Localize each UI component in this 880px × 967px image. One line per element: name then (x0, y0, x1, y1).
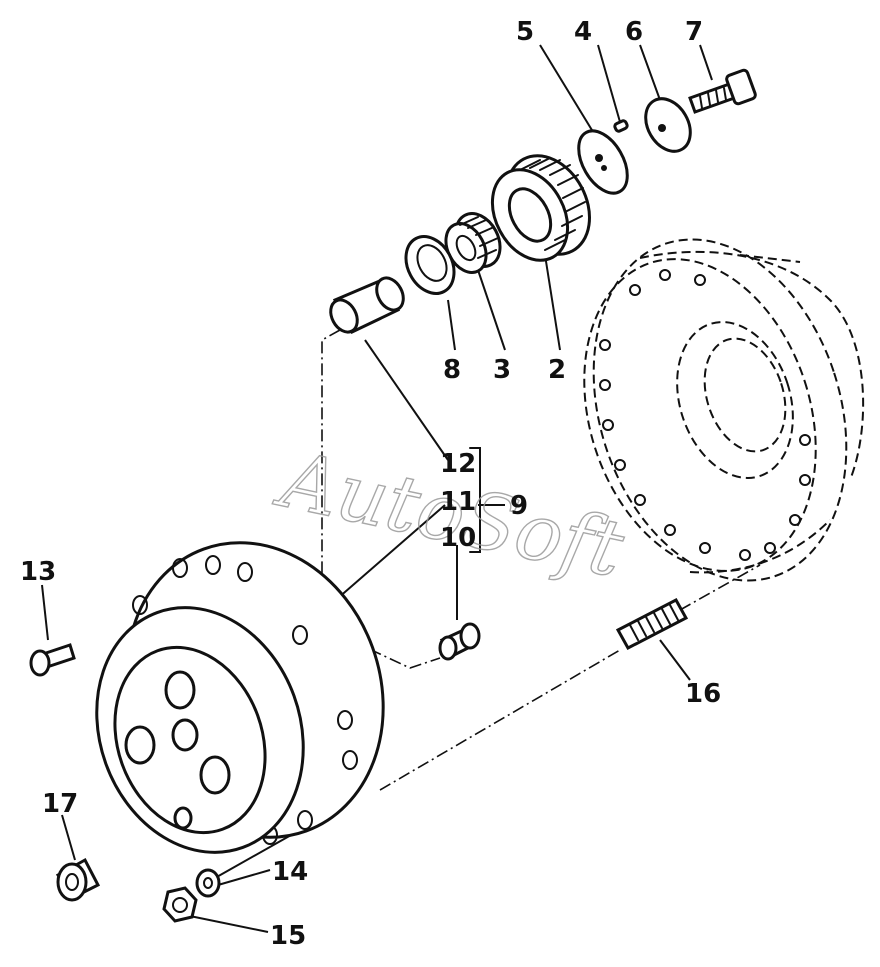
key-4 (613, 119, 629, 133)
callout-15: 15 (270, 921, 306, 951)
washer-14 (195, 868, 221, 898)
callout-3: 3 (493, 355, 511, 385)
callout-5: 5 (516, 17, 534, 47)
callout-16: 16 (685, 679, 721, 709)
cap-17 (55, 857, 101, 902)
gear-2 (490, 154, 591, 262)
leader-lines (41, 44, 761, 933)
callout-17: 17 (42, 789, 78, 819)
callout-2: 2 (548, 355, 566, 385)
thrust-washer-8 (404, 235, 456, 295)
callout-numbers: 5 4 6 7 8 3 2 12 11 10 9 13 16 17 14 15 (20, 17, 721, 951)
callout-10: 10 (440, 523, 476, 553)
plug-10 (438, 622, 481, 661)
callout-7: 7 (685, 17, 703, 47)
shaft-pin-12 (329, 276, 405, 334)
callout-14: 14 (272, 857, 308, 887)
main-hub (95, 541, 385, 854)
callout-9: 9 (510, 491, 528, 521)
plate-5 (577, 129, 629, 195)
housing-bolt-holes (599, 269, 811, 561)
hub-flange-holes (132, 555, 358, 845)
callout-11: 11 (440, 487, 476, 517)
callout-4: 4 (574, 17, 592, 47)
stud-16 (615, 597, 689, 651)
callout-13: 13 (20, 557, 56, 587)
nut-15 (162, 886, 198, 923)
screw-13 (29, 643, 76, 677)
callout-bracket (469, 447, 481, 553)
washer-6 (644, 97, 692, 153)
bolt-7 (688, 68, 757, 114)
hub-face-holes (124, 670, 231, 830)
callout-6: 6 (625, 17, 643, 47)
callout-8: 8 (443, 355, 461, 385)
hub-housing-outline (583, 238, 865, 582)
callout-12: 12 (440, 449, 476, 479)
